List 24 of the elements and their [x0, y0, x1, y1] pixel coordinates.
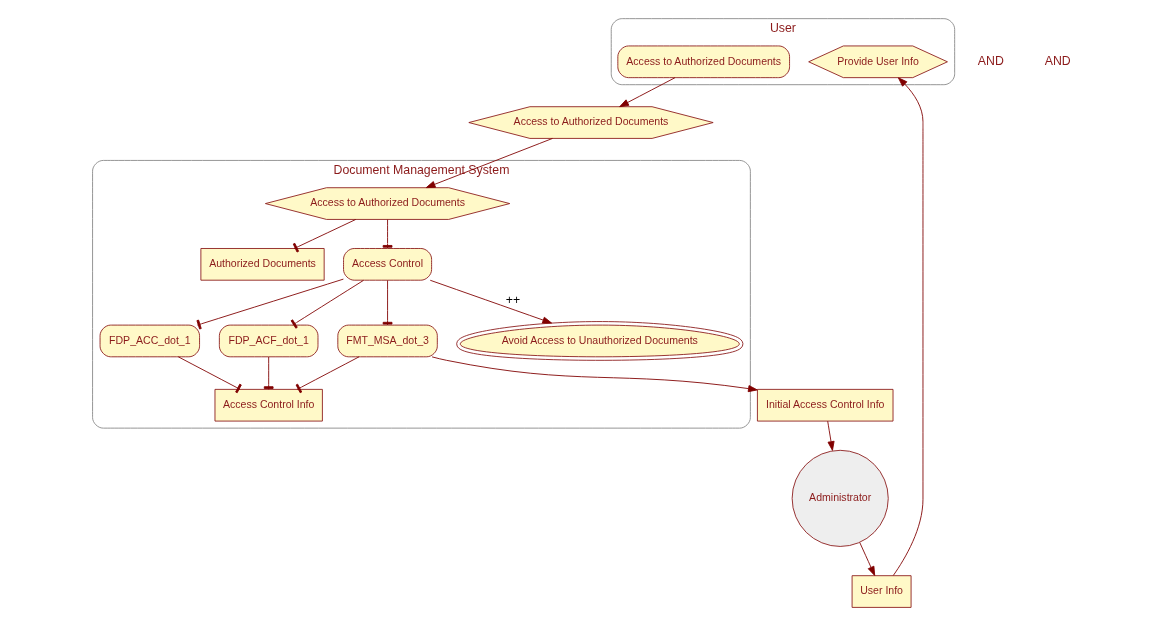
arrow — [858, 542, 875, 576]
node-box: Initial Access Control Info — [756, 388, 893, 422]
node-circle: Administrator — [791, 449, 889, 547]
connector — [295, 356, 360, 394]
arrow — [892, 77, 923, 576]
arrow — [425, 138, 553, 189]
connector — [382, 219, 392, 249]
connector — [177, 356, 242, 394]
connector — [292, 219, 356, 253]
arrow — [431, 356, 758, 393]
arrow — [826, 420, 835, 451]
connector — [382, 279, 392, 326]
label: AND — [977, 54, 1004, 69]
node-box: Access Control — [342, 248, 432, 281]
arrow — [429, 279, 552, 324]
node-box: Access to Authorized Documents — [616, 45, 790, 79]
node-box: FMT_MSA_dot_3 — [336, 324, 438, 358]
edge-label: ++ — [505, 293, 520, 308]
label: AND — [1044, 54, 1071, 69]
connector — [263, 356, 274, 390]
node-box: User Info — [851, 575, 912, 608]
connector — [290, 279, 364, 329]
connector — [196, 278, 344, 330]
arrow — [618, 77, 675, 108]
